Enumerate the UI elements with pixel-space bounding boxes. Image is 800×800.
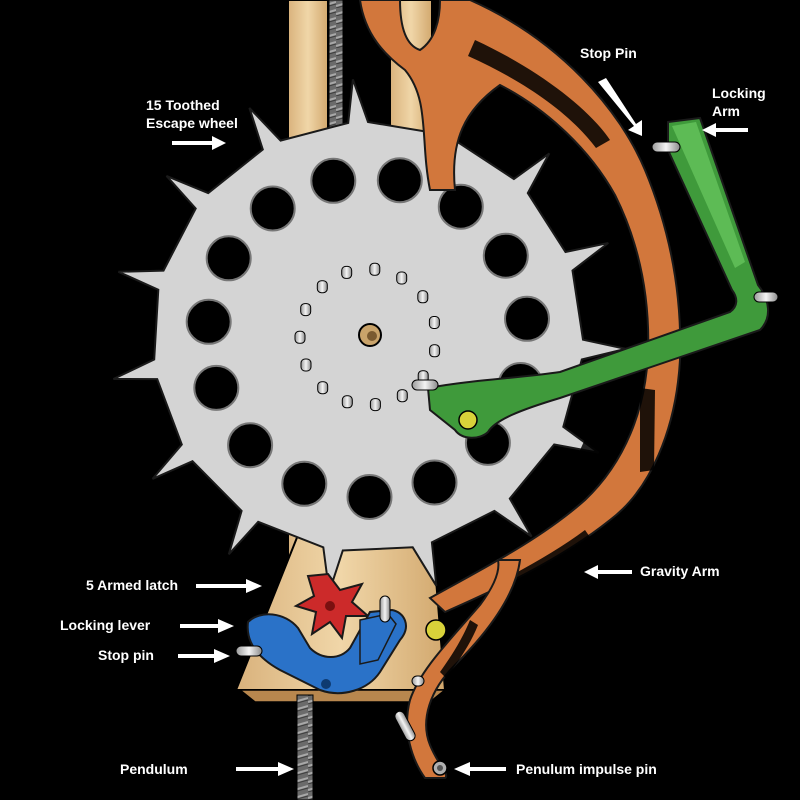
wheel-hole — [227, 422, 274, 469]
wheel-pin — [428, 316, 440, 329]
lever-pin — [379, 595, 391, 623]
wheel-pin — [317, 381, 329, 395]
label-stop-pin-top: Stop Pin — [580, 45, 637, 61]
wheel-hole — [205, 235, 252, 282]
locking-arm-pin — [753, 291, 779, 303]
wheel-hole — [310, 157, 357, 204]
wheel-hole — [376, 157, 423, 204]
wheel-pin — [417, 290, 429, 304]
wheel-hole — [185, 298, 232, 345]
label-escape-wheel-2: Escape wheel — [146, 115, 238, 131]
locking-lever — [246, 608, 407, 695]
arrow-stop-pin-bottom — [178, 649, 230, 663]
escape-wheel — [112, 79, 626, 593]
gravity-arm — [358, 0, 682, 779]
label-five-armed-latch: 5 Armed latch — [86, 577, 178, 593]
arrow-stop-pin — [598, 78, 642, 136]
escape-pin-engaged — [411, 379, 439, 391]
wheel-pin — [396, 271, 408, 285]
arrow-impulse-pin — [454, 762, 506, 776]
stop-pin-bottom — [235, 645, 263, 657]
labels: 15 Toothed Escape wheel Stop Pin Locking… — [60, 45, 766, 777]
wheel-pin — [341, 265, 353, 279]
label-locking-lever: Locking lever — [60, 617, 151, 633]
wheel-pin — [294, 330, 306, 344]
label-stop-pin-bottom: Stop pin — [98, 647, 154, 663]
arrow-latch — [196, 579, 262, 593]
label-locking-arm-1: Locking — [712, 85, 766, 101]
stop-pin-top — [651, 141, 681, 153]
label-escape-wheel-1: 15 Toothed — [146, 97, 220, 113]
wheel-pin — [300, 358, 312, 372]
arrow-pendulum — [236, 762, 294, 776]
wheel-hole — [193, 364, 240, 411]
label-gravity-arm: Gravity Arm — [640, 563, 720, 579]
arrow-locking-lever — [180, 619, 234, 633]
wheel-pin — [396, 389, 408, 403]
label-locking-arm-2: Arm — [712, 103, 740, 119]
wheel-hole — [346, 474, 393, 520]
wheel-pin — [429, 344, 441, 358]
wheel-hole — [249, 185, 296, 232]
wheel-hole — [437, 183, 484, 230]
locking-arm — [426, 116, 769, 439]
five-armed-latch — [293, 572, 371, 641]
arrow-locking-arm — [702, 123, 748, 137]
arrow-escape-wheel — [172, 136, 226, 150]
label-pendulum: Pendulum — [120, 761, 188, 777]
wheel-pin — [369, 398, 381, 412]
wheel-hole — [411, 459, 458, 506]
gravity-arm-roller — [425, 619, 447, 641]
wheel-pin — [300, 303, 312, 317]
wheel-pin — [316, 280, 328, 294]
steel-pins — [235, 141, 779, 776]
wheel-pin — [369, 262, 381, 276]
label-impulse-pin: Penulum impulse pin — [516, 761, 657, 777]
locking-arm-pivot — [458, 410, 478, 430]
arrows — [172, 78, 748, 776]
wheel-hole — [482, 232, 529, 279]
wheel-hole — [281, 460, 328, 507]
wheel-pin — [341, 395, 353, 409]
wheel-hole — [504, 295, 550, 342]
arrow-gravity-arm — [584, 565, 632, 579]
